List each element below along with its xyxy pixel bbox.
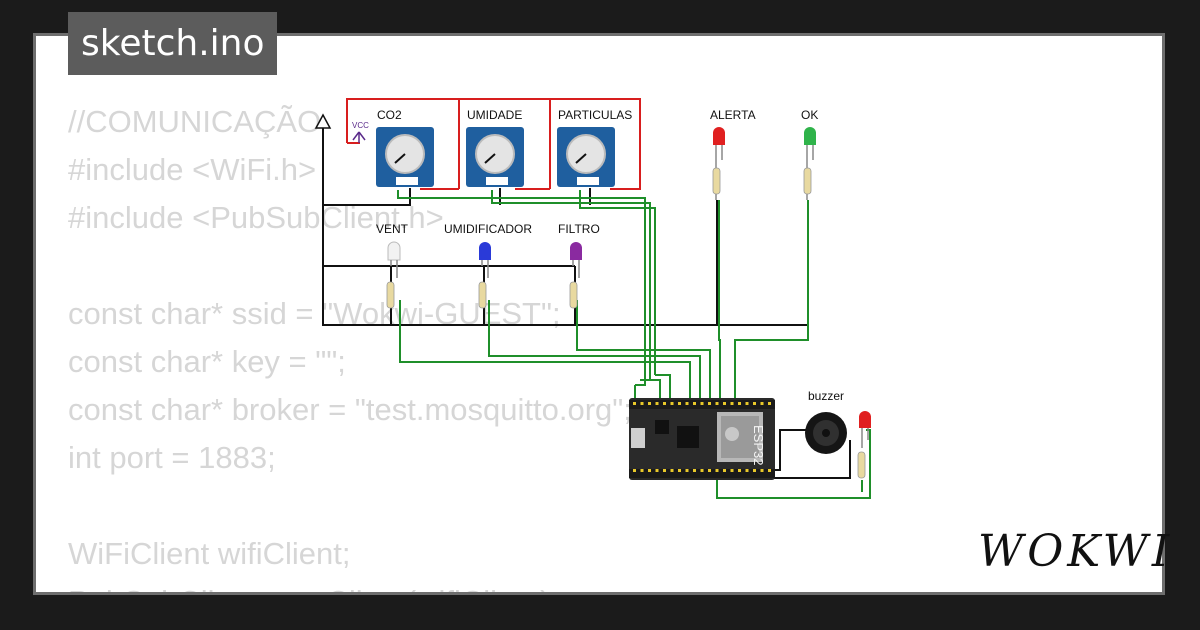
header-pin [655,469,659,472]
buzzer[interactable] [805,412,847,454]
esp32-pins [633,402,771,472]
header-pin [648,469,651,472]
header-pin [640,469,644,472]
potentiometer-umidade[interactable] [466,127,524,187]
header-pin [663,469,666,472]
led-label-ok: OK [801,108,818,122]
code-line: const char* ssid = "Wokwi-GUEST"; [68,296,561,331]
header-pin [670,402,674,405]
led-vent-body [387,241,401,261]
pot-label-particulas: PARTICULAS [558,108,632,122]
header-pin [663,402,666,405]
header-pin [678,469,681,472]
code-line: const char* broker = "test.mosquitto.org… [68,392,632,427]
header-pin [730,402,734,405]
code-line: int port = 1883; [68,440,276,475]
pot-label-umidade: UMIDADE [467,108,522,122]
led-buzzer[interactable] [857,411,871,479]
header-pin [700,469,704,472]
potentiometer-particulas[interactable] [557,127,615,187]
header-pin [715,402,719,405]
header-pin [753,402,756,405]
esp32-board[interactable]: ESP32 [629,398,775,480]
preview-card: //COMUNICAÇÃO #include <WiFi.h> #include <… [33,33,1165,595]
led-filtro[interactable] [569,242,582,309]
header-pin [640,402,644,405]
code-line: PubSubClient mqttClient(wifiClient); [68,578,632,592]
header-pin [685,469,689,472]
led-label-filtro: FILTRO [558,222,600,236]
header-pin [730,469,734,472]
potentiometer-co2[interactable] [376,127,434,187]
header-pin [760,402,764,405]
header-pin [723,469,726,472]
header-pin [633,402,636,405]
led-buzzer-body [859,411,871,428]
code-preview: //COMUNICAÇÃO #include <WiFi.h> #include <… [68,98,632,592]
led-label-alerta: ALERTA [710,108,756,122]
header-pin [670,469,674,472]
vcc-symbol: VCC [314,113,369,143]
header-pin [738,469,741,472]
header-pin [648,402,651,405]
code-line: const char* key = ""; [68,344,346,379]
header-pin [723,402,726,405]
header-pin [685,402,689,405]
code-line: #include <WiFi.h> [68,152,317,187]
led-label-vent: VENT [376,222,409,236]
header-pin [760,469,764,472]
header-pin [738,402,741,405]
header-pin [768,402,771,405]
led-alerta-body [713,127,725,145]
header-pin [633,469,636,472]
header-pin [745,469,749,472]
header-pin [700,402,704,405]
led-filtro-body [570,242,582,260]
code-line: WiFiClient wifiClient; [68,536,351,571]
led-label-umidificador: UMIDIFICADOR [444,222,532,236]
code-line: //COMUNICAÇÃO [68,104,322,139]
header-pin [753,469,756,472]
buzzer-label: buzzer [808,389,844,403]
header-pin [745,402,749,405]
header-pin [693,469,696,472]
header-pin [708,469,711,472]
header-pin [678,402,681,405]
header-pin [715,469,719,472]
vcc-label: VCC [352,121,369,130]
pot-label-co2: CO2 [377,108,402,122]
led-umidificador-body [479,242,491,260]
led-alerta[interactable] [712,127,725,200]
wokwi-logo: WOKWI [978,526,1174,577]
header-pin [693,402,696,405]
led-vent[interactable] [386,241,401,309]
led-ok[interactable] [803,127,816,200]
red-wires [346,98,641,190]
code-line: #include <PubSubClient.h> [68,200,444,235]
led-umidificador[interactable] [478,242,491,309]
header-pin [768,469,771,472]
file-tab[interactable]: sketch.ino [68,12,278,75]
header-pin [655,402,659,405]
led-ok-body [804,127,816,145]
esp32-label: ESP32 [751,425,766,465]
header-pin [708,402,711,405]
green-wires [397,190,871,499]
